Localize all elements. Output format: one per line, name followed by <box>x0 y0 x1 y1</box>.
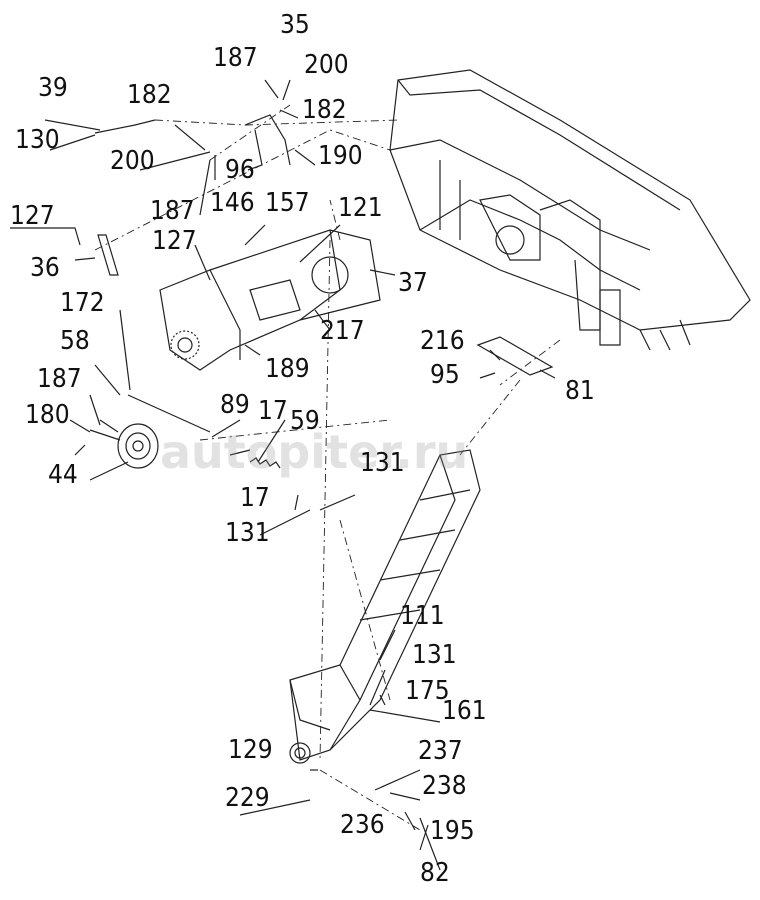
part-label: 131 <box>360 448 405 478</box>
part-label: 229 <box>225 783 270 813</box>
pulley <box>89 419 159 469</box>
part-label: 190 <box>318 141 363 171</box>
part-label: 238 <box>422 771 467 801</box>
part-label: 130 <box>15 125 60 155</box>
leader-lines <box>10 79 556 871</box>
part-label: 121 <box>338 193 383 223</box>
part-label: 131 <box>225 518 270 548</box>
frame-assembly <box>389 69 751 351</box>
plate <box>476 336 554 376</box>
part-label: 189 <box>265 354 310 384</box>
part-label: 129 <box>228 735 273 765</box>
part-label: 195 <box>430 816 475 846</box>
part-label: 216 <box>420 326 465 356</box>
part-label: 161 <box>442 696 487 726</box>
part-label: 187 <box>150 196 195 226</box>
part-label: 182 <box>127 80 172 110</box>
part-label: 58 <box>60 326 90 356</box>
part-label: 17 <box>258 396 288 426</box>
part-label: 39 <box>38 73 68 103</box>
part-label: 200 <box>110 146 155 176</box>
lever <box>97 234 119 276</box>
part-label: 127 <box>10 201 55 231</box>
part-label: 236 <box>340 810 385 840</box>
part-label: 59 <box>290 406 320 436</box>
spring <box>249 457 281 469</box>
part-label: 180 <box>25 400 70 430</box>
part-label: 37 <box>398 268 428 298</box>
part-label: 36 <box>30 253 60 283</box>
part-label: 182 <box>302 95 347 125</box>
part-label: 217 <box>320 316 365 346</box>
part-label: 35 <box>280 10 310 40</box>
part-label: 187 <box>213 43 258 73</box>
part-label: 95 <box>430 360 460 390</box>
part-label: 17 <box>240 483 270 513</box>
part-label: 111 <box>400 601 445 631</box>
part-label: 157 <box>265 188 310 218</box>
part-label: 81 <box>565 376 595 406</box>
shaft <box>127 394 211 433</box>
part-label: 44 <box>48 460 78 490</box>
part-label: 89 <box>220 390 250 420</box>
watermark: autopiter.ru <box>160 425 469 479</box>
part-label: 146 <box>210 188 255 218</box>
part-label: 237 <box>418 736 463 766</box>
part-label: 96 <box>225 155 255 185</box>
part-label: 200 <box>304 50 349 80</box>
drive-housing <box>159 229 381 371</box>
part-label: 187 <box>37 364 82 394</box>
rod <box>94 119 156 134</box>
part-label: 175 <box>405 676 450 706</box>
part-label: 172 <box>60 288 105 318</box>
part-label: 82 <box>420 858 450 888</box>
part-label: 127 <box>152 226 197 256</box>
alignment-lines <box>94 104 561 831</box>
part-label: 131 <box>412 640 457 670</box>
elevator-conveyor <box>289 449 481 764</box>
